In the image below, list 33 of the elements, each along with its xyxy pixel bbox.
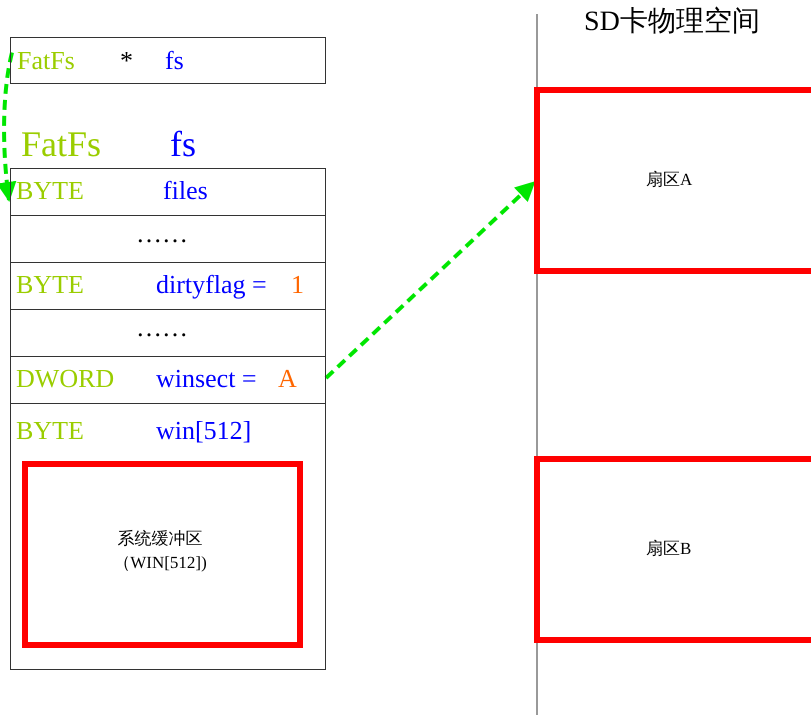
struct-row: [10, 168, 326, 216]
field-name: win[512]: [156, 418, 252, 444]
struct-row: [10, 309, 326, 357]
type-name: BYTE: [16, 418, 84, 444]
field-name: files: [163, 178, 208, 204]
sector-label: 扇区A: [646, 171, 692, 188]
arrow: [0, 52, 17, 202]
buffer-label: 系统缓冲区（WIN[512]): [112, 528, 208, 574]
type-name: DWORD: [16, 366, 114, 392]
struct-row: [10, 215, 326, 263]
sector-box: [534, 87, 811, 274]
struct-row: [10, 356, 326, 404]
buffer-box: [22, 461, 303, 648]
variable-name: fs: [170, 126, 196, 162]
sector-label: 扇区B: [646, 540, 692, 557]
value-text: 1: [291, 272, 304, 298]
value-text: A: [278, 366, 297, 392]
type-name: FatFs: [17, 48, 75, 74]
arrow: [324, 181, 536, 380]
struct-row: [10, 403, 326, 670]
field-name: dirtyflag =: [156, 272, 267, 298]
struct-row: [10, 262, 326, 310]
field-name: winsect =: [156, 366, 257, 392]
type-name: BYTE: [16, 178, 84, 204]
type-name: FatFs: [21, 126, 102, 162]
variable-name: fs: [165, 48, 184, 74]
section-heading: SD卡物理空间: [584, 8, 760, 36]
ellipsis-text: ……: [136, 315, 188, 341]
pointer-declaration-box: [10, 37, 326, 84]
pointer-symbol: *: [120, 48, 133, 74]
ellipsis-text: ……: [136, 221, 188, 247]
sector-box: [534, 456, 811, 643]
type-name: BYTE: [16, 272, 84, 298]
